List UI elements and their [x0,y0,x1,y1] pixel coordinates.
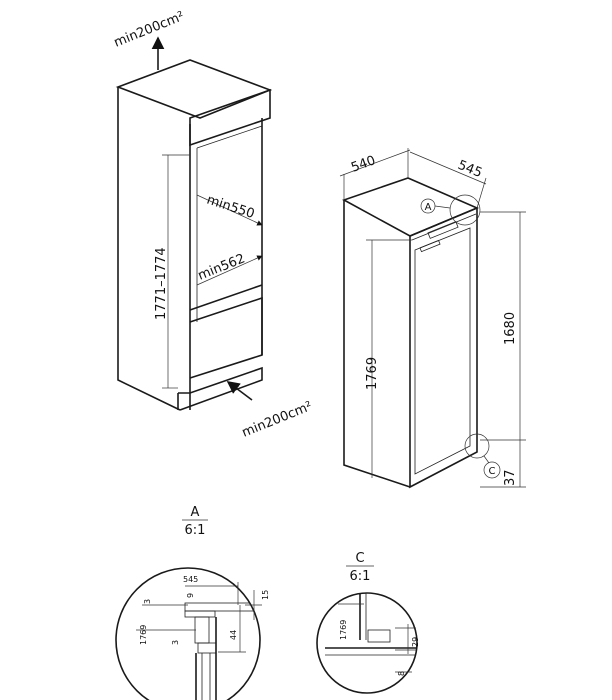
detail-c: C 6:1 1769 29 8 [316,551,420,694]
base-offset-label: 37 [503,469,518,486]
detail-a-label: A [191,505,200,520]
detail-a-scale: 6:1 [185,523,206,538]
niche-height-label: 1771–1774 [154,247,169,320]
detail-a-3-bottom: 3 [171,640,180,645]
detail-a-44: 44 [229,630,238,640]
width-label: 540 [349,153,377,176]
detail-a-3-top: 3 [143,599,152,604]
inner-height-label: 1680 [503,312,518,345]
marker-a: A [425,202,432,213]
total-height-label: 1769 [365,357,380,390]
cabinet-top-rail [189,88,271,147]
marker-c: C [489,466,496,477]
detail-a-545: 545 [183,575,198,584]
min-depth-label: min550 [205,193,257,223]
cabinet-top [115,59,273,119]
detail-c-scale: 6:1 [350,569,371,584]
detail-a: A 6:1 545 3 9 15 1769 3 44 [115,505,270,700]
cabinet-left-side [117,87,181,411]
detail-a-15: 15 [261,590,270,600]
detail-c-29: 29 [411,637,420,647]
appliance-front [409,206,478,489]
bottom-vent-label: min200cm² [240,399,315,441]
detail-a-1769: 1769 [139,625,148,645]
detail-c-1769: 1769 [339,620,348,640]
appliance-side [343,200,411,488]
detail-c-8: 8 [397,671,406,676]
detail-a-9: 9 [186,593,195,598]
top-vent-label: min200cm² [112,9,187,51]
detail-a-circle [115,567,261,700]
detail-c-circle [316,592,418,694]
detail-c-label: C [355,551,364,566]
min-width-label: min562 [196,251,247,283]
appliance-view: 540 545 1769 1680 37 A C [339,148,526,489]
cabinet-niche-view: 1771–1774 min550 min562 min200cm² min200… [112,9,315,441]
bottom-vent-arrow [226,381,253,401]
